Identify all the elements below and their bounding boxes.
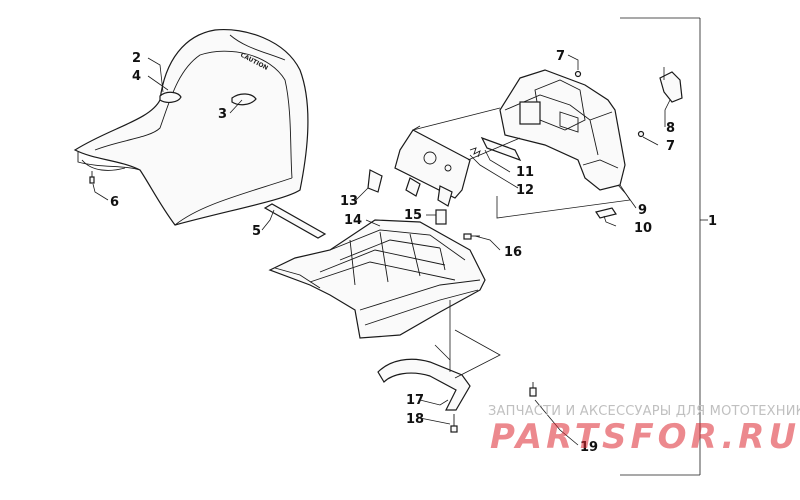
callout-2: 2 [132,51,141,66]
seat-grip-3 [231,93,257,106]
callout-17: 17 [406,393,424,408]
callout-18: 18 [406,412,424,427]
latch-11 [469,136,522,162]
clip-10 [595,207,617,219]
callout-3: 3 [218,107,227,122]
callout-4: 4 [132,69,141,84]
callout-10: 10 [634,221,652,236]
callout-8: 8 [666,121,675,136]
callout-7b: 7 [666,139,675,154]
callout-19: 19 [580,440,598,455]
screw-19 [529,382,537,397]
callout-11: 11 [516,165,534,180]
callout-1: 1 [708,214,717,229]
seat-grip-4 [159,91,182,103]
strap-5 [263,203,327,239]
callout-15: 15 [404,208,422,223]
callout-7a: 7 [556,49,565,64]
screw-18 [450,414,458,433]
seat-base-14 [268,219,486,339]
callout-13: 13 [340,194,358,209]
screw-7a [574,70,582,78]
bracket-13 [367,125,471,207]
fastener-6 [89,171,95,184]
callout-9: 9 [638,203,647,218]
seat-cushion: CAUTION [73,28,309,226]
callout-14: 14 [344,213,362,228]
watermark-caption: ЗАПЧАСТИ И АКСЕССУАРЫ ДЛЯ МОТОТЕХНИКИ [488,404,800,419]
callout-6: 6 [110,195,119,210]
callout-16: 16 [504,245,522,260]
rear-housing-9 [499,69,626,191]
callout-5: 5 [252,224,261,239]
tube-17 [377,358,471,411]
clip-15 [435,209,447,225]
callout-12: 12 [516,183,534,198]
watermark-logo: PARTSFOR.RU [490,417,800,457]
screw-7b [637,130,645,138]
handle-8 [659,71,683,103]
